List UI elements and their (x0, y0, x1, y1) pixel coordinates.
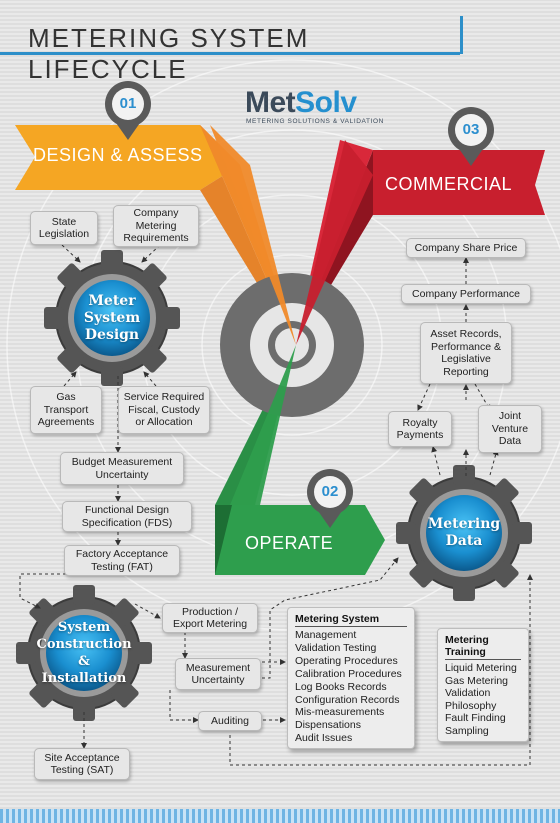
gas-transport-box: Gas Transport Agreements (30, 386, 102, 434)
logo-solv: Solv (295, 86, 357, 119)
list-item: Log Books Records (295, 680, 387, 693)
bottom-stripe (0, 809, 560, 823)
stage-operate-label: OPERATE (245, 533, 334, 553)
list-item: Validation Testing (295, 641, 377, 654)
list-item: Fault Finding (445, 712, 506, 725)
list-item: Audit Issues (295, 732, 353, 745)
service-required-box: Service Required Fiscal, Custody or Allo… (118, 386, 210, 434)
measurement-uncertainty-box: Measurement Uncertainty (175, 658, 261, 690)
metering-training-heading: Metering Training (445, 634, 521, 660)
list-item: Dispensations (295, 719, 361, 732)
pin-01-icon (105, 81, 151, 140)
center-target (220, 273, 364, 417)
metering-system-list: Management Validation Testing Operating … (295, 629, 407, 745)
list-item: Validation Philosophy (445, 687, 497, 712)
sat-box: Site Acceptance Testing (SAT) (34, 748, 130, 780)
company-requirements-box: Company Metering Requirements (113, 205, 199, 247)
state-legislation-box: State Legislation (30, 211, 98, 245)
fat-box: Factory Acceptance Testing (FAT) (64, 545, 180, 576)
logo-tagline: METERING SOLUTIONS & VALIDATION (246, 118, 384, 125)
list-item: Operating Procedures (295, 654, 398, 667)
metering-system-heading: Metering System (295, 613, 407, 627)
metering-training-list: Liquid Metering Gas Metering Validation … (445, 662, 521, 738)
metering-system-panel: Metering System Management Validation Te… (287, 607, 415, 749)
title-bar: METERING SYSTEM LIFECYCLE (0, 8, 463, 84)
list-item: Sampling (445, 724, 489, 737)
share-price-box: Company Share Price (406, 238, 526, 258)
pin-03-icon (448, 107, 494, 166)
stage-2-number: 02 (321, 483, 339, 500)
budget-uncertainty-box: Budget Measurement Uncertainty (60, 452, 184, 485)
stage-commercial-label: COMMERCIAL (385, 174, 513, 194)
list-item: Liquid Metering (445, 662, 517, 674)
metsolv-logo: MetSolv (245, 86, 357, 120)
list-item: Management (295, 629, 357, 641)
gear-label-design: Meter System Design (83, 292, 141, 343)
fds-box: Functional Design Specification (FDS) (62, 501, 192, 532)
production-box: Production / Export Metering (162, 603, 258, 633)
list-item: Gas Metering (445, 674, 509, 687)
gear-label-metering-data: Metering Data (427, 516, 501, 549)
stage-1-number: 01 (119, 95, 137, 112)
stage-3-number: 03 (462, 121, 480, 138)
royalty-payments-box: Royalty Payments (388, 411, 452, 447)
list-item: Calibration Procedures (295, 667, 402, 680)
gear-icon-design (44, 250, 180, 386)
asset-records-box: Asset Records, Performance & Legislative… (420, 322, 512, 384)
page-title: METERING SYSTEM LIFECYCLE (28, 23, 310, 84)
company-performance-box: Company Performance (401, 284, 531, 304)
stage-design-label: DESIGN & ASSESS (33, 145, 203, 165)
logo-met: Met (245, 86, 296, 119)
pin-02-icon (307, 469, 353, 528)
metering-training-panel: Metering Training Liquid Metering Gas Me… (437, 628, 529, 742)
auditing-box: Auditing (198, 711, 262, 731)
joint-venture-box: Joint Venture Data (478, 405, 542, 453)
list-item: Mis-measurements (295, 706, 385, 719)
gear-label-construction: System Construction & Installation (36, 620, 132, 686)
gear-icon-metering-data (396, 465, 532, 601)
list-item: Configuration Records (295, 693, 400, 706)
